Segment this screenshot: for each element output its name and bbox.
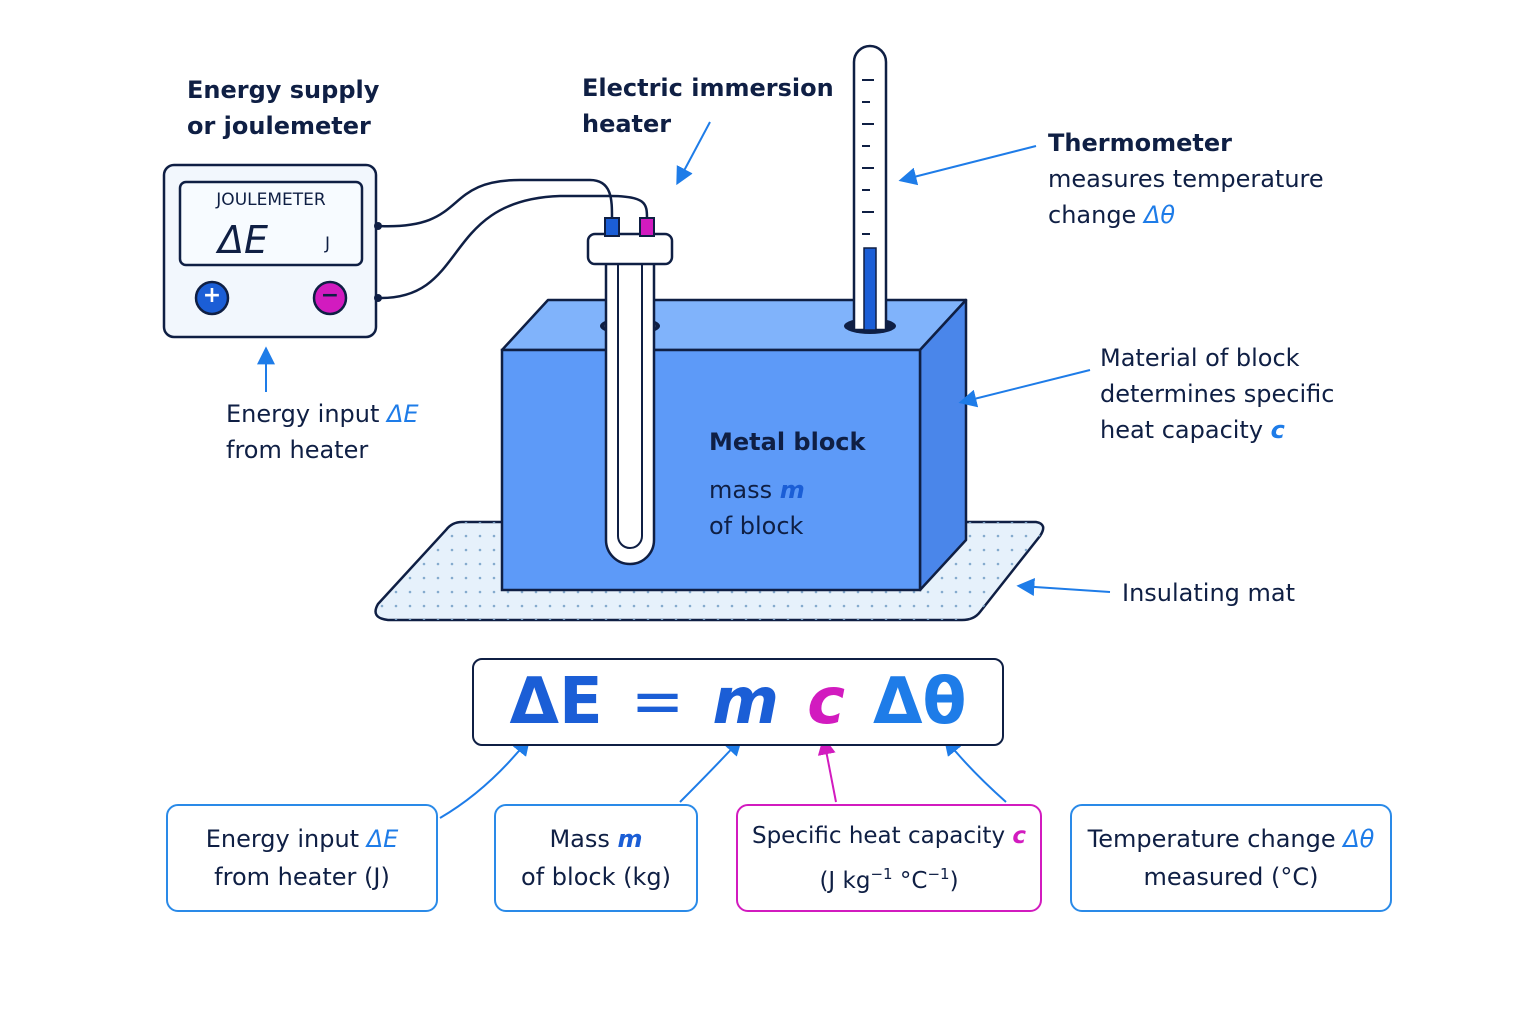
eq-temp: Δθ — [873, 665, 967, 739]
arrow-thermometer — [898, 145, 1037, 186]
eq-equals: = — [630, 665, 685, 739]
joulemeter-value: ΔE — [218, 218, 269, 262]
box-energy-input: Energy input ΔE from heater (J) — [166, 804, 438, 912]
block-front-face — [500, 348, 922, 592]
heater-terminal-positive — [604, 217, 620, 237]
joulemeter-display — [178, 180, 364, 267]
block-side-face — [918, 298, 968, 592]
arrow-eq-temp — [943, 737, 1007, 803]
thermometer-tube — [852, 44, 888, 332]
thermometer-scale — [862, 79, 874, 235]
thermometer-liquid — [863, 247, 877, 331]
label-insulating-mat: Insulating mat — [1122, 579, 1296, 607]
arrow-material — [958, 369, 1091, 408]
equation-box: ΔE = m c Δθ — [472, 658, 1004, 746]
terminal-plus-icon — [194, 280, 230, 316]
box-mass: Mass m of block (kg) — [494, 804, 698, 912]
heater-tube — [604, 250, 656, 566]
arrow-eq-shc — [817, 736, 837, 803]
terminal-minus-icon — [312, 280, 348, 316]
wire-negative — [377, 194, 649, 300]
block-top-face — [500, 298, 968, 352]
heater-cap — [586, 232, 674, 266]
joulemeter-title: JOULEMETER — [216, 190, 326, 210]
label-material: Material of block determines specific he… — [1100, 344, 1335, 444]
arrow-eq-mass — [679, 737, 743, 803]
eq-mass: m — [712, 665, 780, 739]
arrow-heater — [676, 121, 711, 186]
box-specific-heat-capacity: Specific heat capacity c (J kg−1 °C−1) — [736, 804, 1042, 912]
wire-positive — [377, 178, 614, 228]
label-metal-block: Metal block mass m of block — [709, 428, 866, 540]
plus-sign: + — [202, 283, 222, 308]
label-thermometer: Thermometer measures temperature change … — [1048, 129, 1324, 229]
eq-shc: c — [807, 665, 845, 739]
eq-energy: ΔE — [509, 665, 603, 739]
heater-terminal-negative — [639, 217, 655, 237]
label-energy-input: Energy input ΔE from heater — [226, 400, 419, 464]
arrow-eq-energy — [439, 737, 531, 819]
minus-sign: − — [320, 283, 340, 308]
joulemeter-unit: J — [325, 234, 331, 254]
box-temperature-change: Temperature change Δθ measured (°C) — [1070, 804, 1392, 912]
arrow-mat — [1016, 577, 1111, 596]
